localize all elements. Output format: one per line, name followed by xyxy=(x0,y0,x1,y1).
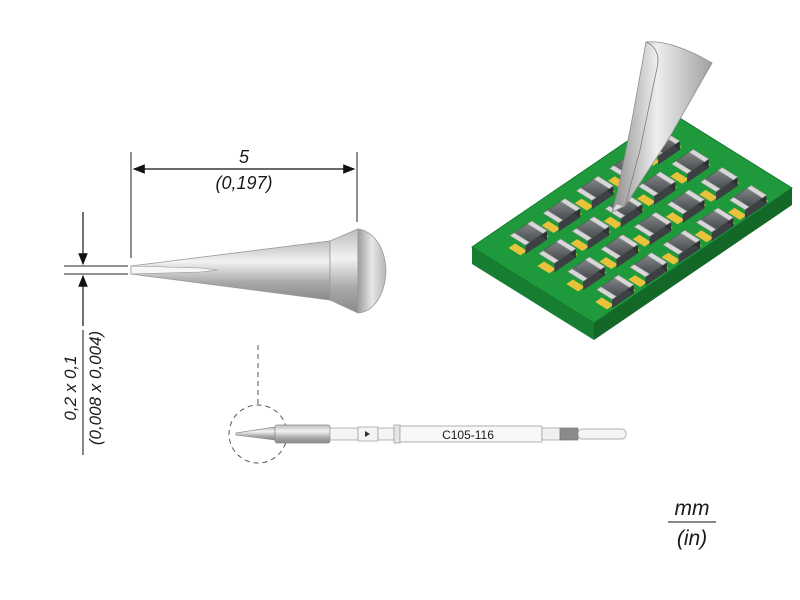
smd-chip xyxy=(628,252,669,288)
tip-point xyxy=(130,265,219,275)
smd-chip xyxy=(665,189,706,225)
tip-dimension-value: 0,2 x 0,1 xyxy=(61,355,80,420)
cartridge-tip-sleeve xyxy=(274,424,331,444)
smd-chip xyxy=(574,175,615,211)
iron-tip-point xyxy=(611,203,625,213)
smd-chip xyxy=(541,198,582,233)
smd-components xyxy=(508,131,769,310)
smd-chip xyxy=(537,238,578,274)
pcb-board-side xyxy=(594,188,792,340)
length-imperial: (0,197) xyxy=(215,173,272,193)
cartridge-band xyxy=(559,427,579,441)
cartridge-model-label: C105-116 xyxy=(442,428,494,442)
tip-thickness-dimension: 0,2 x 0,1 (0,008 x 0,004) xyxy=(61,212,128,455)
pcb-board-front xyxy=(472,247,594,340)
soldering-iron xyxy=(611,41,713,213)
smd-chip xyxy=(661,229,702,265)
pcb-illustration xyxy=(471,41,793,340)
units-metric: mm xyxy=(675,497,710,520)
length-value: 5 xyxy=(239,147,250,167)
smd-chip xyxy=(570,216,611,251)
conical-tip xyxy=(130,228,387,314)
smd-chip xyxy=(508,220,549,256)
length-dimension: 5 (0,197) xyxy=(130,147,358,258)
smd-chip xyxy=(636,171,678,207)
smd-chip xyxy=(727,185,769,220)
smd-chip xyxy=(566,256,607,292)
tip-collar xyxy=(357,228,387,314)
smd-chip xyxy=(699,167,740,202)
cartridge-end xyxy=(577,428,627,440)
units-legend: mm (in) xyxy=(668,497,716,550)
smd-chip xyxy=(670,149,711,184)
smd-chip xyxy=(595,274,636,310)
smd-chip xyxy=(694,207,735,243)
units-imperial: (in) xyxy=(677,527,707,550)
smd-chip xyxy=(599,234,640,269)
tip-dimension-imperial: (0,008 x 0,004) xyxy=(86,331,105,445)
smd-chip xyxy=(632,211,673,247)
cartridge-side-view: C105-116 xyxy=(228,345,627,464)
